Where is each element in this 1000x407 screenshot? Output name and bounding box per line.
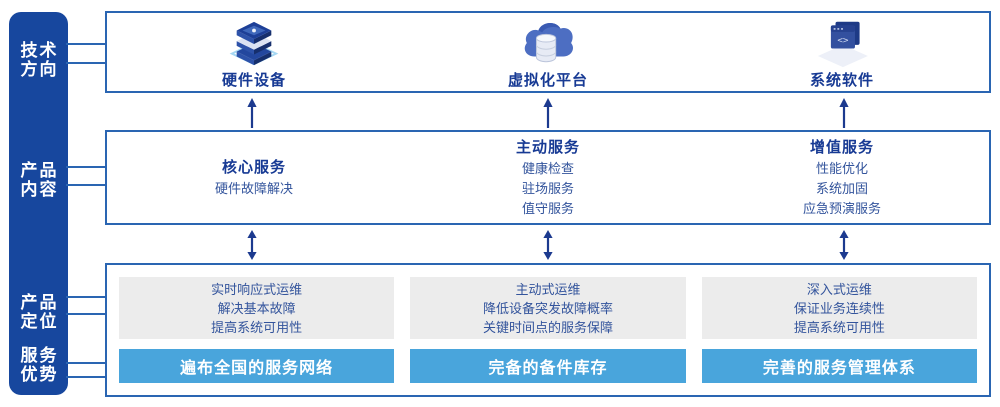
sidebar-label-line: 产品	[20, 293, 59, 312]
sidebar-label-tech-direction: 技术 方向	[9, 41, 68, 79]
product-content-panel: 核心服务 硬件故障解决 主动服务 健康检查 驻场服务 值守服务 增值服务 性能优…	[105, 130, 991, 225]
positioning-line: 解决基本故障	[217, 300, 296, 316]
positioning-line: 降低设备突发故障概率	[482, 300, 613, 316]
tech-item-system-software: <> 系统软件	[695, 13, 989, 91]
positioning-box: 主动式运维 降低设备突发故障概率 关键时间点的服务保障	[410, 277, 686, 339]
service-item: 硬件故障解决	[214, 180, 293, 196]
sidebar-label-line: 产品	[20, 161, 59, 180]
positioning-col-indepth: 深入式运维 保证业务连续性 提高系统可用性 完善的服务管理体系	[701, 277, 977, 383]
sidebar-label-line: 内容	[20, 180, 59, 199]
service-item: 性能优化	[815, 160, 868, 176]
tech-direction-panel: 硬件设备 虚拟化平台	[105, 11, 991, 93]
sidebar: 技术 方向 产品 内容 产品 定位 服务 优势	[9, 12, 68, 395]
service-item: 健康检查	[521, 160, 574, 176]
service-item: 值守服务	[521, 200, 574, 216]
tech-item-label: 硬件设备	[221, 72, 286, 89]
sidebar-label-line: 定位	[20, 312, 59, 331]
service-item: 驻场服务	[521, 180, 574, 196]
double-arrow	[542, 230, 554, 260]
double-arrow	[246, 230, 258, 260]
tech-item-hardware: 硬件设备	[107, 13, 401, 91]
service-col-active: 主动服务 健康检查 驻场服务 值守服务	[401, 132, 695, 223]
up-arrow	[838, 98, 850, 128]
service-col-value-added: 增值服务 性能优化 系统加固 应急预演服务	[695, 132, 989, 223]
advantage-bar: 遍布全国的服务网络	[119, 349, 395, 383]
connector-line	[66, 166, 107, 168]
positioning-line: 深入式运维	[806, 281, 872, 297]
connector-line	[66, 43, 107, 45]
up-arrow	[246, 98, 258, 128]
positioning-panel: 实时响应式运维 解决基本故障 提高系统可用性 遍布全国的服务网络 主动式运维 降…	[105, 263, 991, 397]
service-col-core: 核心服务 硬件故障解决	[107, 132, 401, 223]
connector-line	[66, 62, 107, 64]
sidebar-label-service-advantage: 服务 优势	[9, 346, 68, 384]
positioning-line: 保证业务连续性	[793, 300, 885, 316]
service-item: 系统加固	[815, 180, 868, 196]
advantage-bar: 完善的服务管理体系	[701, 349, 977, 383]
connector-line	[66, 376, 107, 378]
service-heading: 主动服务	[515, 138, 580, 156]
sidebar-label-product-content: 产品 内容	[9, 161, 68, 199]
sidebar-label-product-positioning: 产品 定位	[9, 293, 68, 331]
service-heading: 增值服务	[809, 138, 874, 156]
positioning-col-proactive: 主动式运维 降低设备突发故障概率 关键时间点的服务保障 完备的备件库存	[410, 277, 686, 383]
tech-item-label: 系统软件	[809, 72, 874, 89]
double-arrow	[838, 230, 850, 260]
positioning-line: 关键时间点的服务保障	[482, 319, 613, 335]
positioning-line: 主动式运维	[515, 281, 581, 297]
positioning-box: 实时响应式运维 解决基本故障 提高系统可用性	[119, 277, 395, 339]
positioning-line: 提高系统可用性	[793, 319, 885, 335]
sidebar-label-line: 方向	[20, 60, 59, 79]
positioning-col-realtime: 实时响应式运维 解决基本故障 提高系统可用性 遍布全国的服务网络	[119, 277, 395, 383]
positioning-line: 提高系统可用性	[211, 319, 303, 335]
advantage-bar: 完备的备件库存	[410, 349, 686, 383]
cloud-database-icon	[518, 18, 578, 68]
service-item: 应急预演服务	[802, 200, 881, 216]
up-arrow	[542, 98, 554, 128]
connector-line	[66, 313, 107, 315]
sidebar-label-line: 优势	[20, 365, 59, 384]
tech-item-label: 虚拟化平台	[507, 72, 588, 89]
code-window-icon: <>	[812, 18, 872, 68]
service-heading: 核心服务	[221, 158, 286, 176]
positioning-box: 深入式运维 保证业务连续性 提高系统可用性	[701, 277, 977, 339]
connector-line	[66, 184, 107, 186]
server-stack-icon	[224, 18, 284, 68]
connector-line	[66, 362, 107, 364]
svg-text:<>: <>	[837, 35, 849, 46]
connector-line	[66, 296, 107, 298]
sidebar-label-line: 技术	[20, 41, 59, 60]
sidebar-label-line: 服务	[20, 346, 59, 365]
tech-item-virtualization: 虚拟化平台	[401, 13, 695, 91]
positioning-line: 实时响应式运维	[211, 281, 303, 297]
